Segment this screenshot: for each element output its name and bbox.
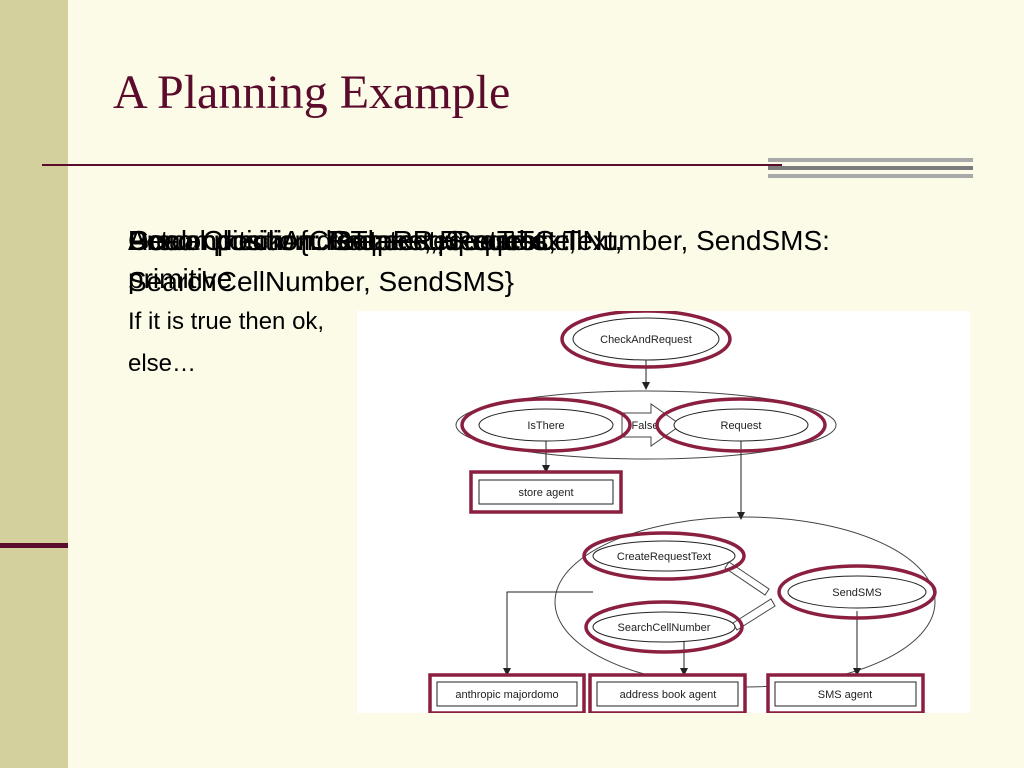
- group-ellipse-upper: [455, 390, 837, 460]
- slide-title: A Planning Example: [113, 66, 511, 119]
- highlight-ring: [560, 311, 732, 369]
- node-box: [596, 681, 739, 707]
- node-box: [774, 681, 917, 707]
- false-label: False: [632, 420, 659, 432]
- highlight-ring: [460, 397, 632, 453]
- node-check-and-request: CheckAndRequest: [600, 334, 692, 346]
- overlap-text-line: Precondition: {CreateRequestText,: [128, 225, 557, 256]
- node-ellipse: [592, 540, 736, 572]
- overlap-text-line: Decomposition: CreateRequestText,: [128, 225, 577, 256]
- title-underline: [42, 164, 782, 166]
- overlap-text-line: Goal: CheckAndRequest, Request Text,: [128, 225, 623, 256]
- overlap-text-line: primitive: [128, 263, 233, 294]
- highlight-ring: [582, 531, 746, 581]
- link-connector: [732, 598, 776, 631]
- left-accent-line: [0, 543, 68, 548]
- left-decor-bar: [0, 0, 68, 768]
- node-ellipse: [592, 611, 736, 643]
- node-store-agent: store agent: [518, 487, 573, 499]
- node-ellipse: [673, 408, 809, 442]
- node-create-request-text: CreateRequestText: [617, 551, 711, 563]
- node-ellipse: [572, 317, 720, 361]
- body-text-line: If it is true then ok,: [128, 308, 325, 335]
- node-sms-agent: SMS agent: [818, 689, 872, 701]
- title-decor-bar: [768, 166, 973, 170]
- edge: [503, 591, 593, 676]
- node-ellipse: [478, 408, 614, 442]
- node-search-cell-number: SearchCellNumber: [618, 622, 711, 634]
- title-decor-bar: [768, 174, 973, 178]
- node-box: [436, 681, 578, 707]
- highlight-ring: [777, 564, 937, 620]
- overlap-text-line: Decomposition: IsThere, Request: [128, 225, 544, 256]
- overlap-text-line: Actual position: Request, SearchCellNumb…: [128, 225, 830, 256]
- node-ellipse: [787, 575, 927, 609]
- title-decor-bar: [768, 158, 973, 162]
- planning-diagram: CheckAndRequest IsThere False Request st…: [357, 311, 970, 713]
- body-text-line: else…: [128, 350, 197, 377]
- node-box: [478, 479, 614, 505]
- node-address-book-agent: address book agent: [620, 689, 717, 701]
- node-send-sms: SendSMS: [832, 587, 882, 599]
- node-request: Request: [721, 420, 762, 432]
- link-connector: [724, 561, 770, 596]
- overlap-text-line: SearchCellNumber, SendSMS}: [128, 266, 514, 297]
- highlight-ring: [655, 397, 827, 453]
- node-anthropic-majordomo: anthropic majordomo: [455, 689, 558, 701]
- node-is-there: IsThere: [527, 420, 564, 432]
- highlight-ring: [584, 600, 744, 654]
